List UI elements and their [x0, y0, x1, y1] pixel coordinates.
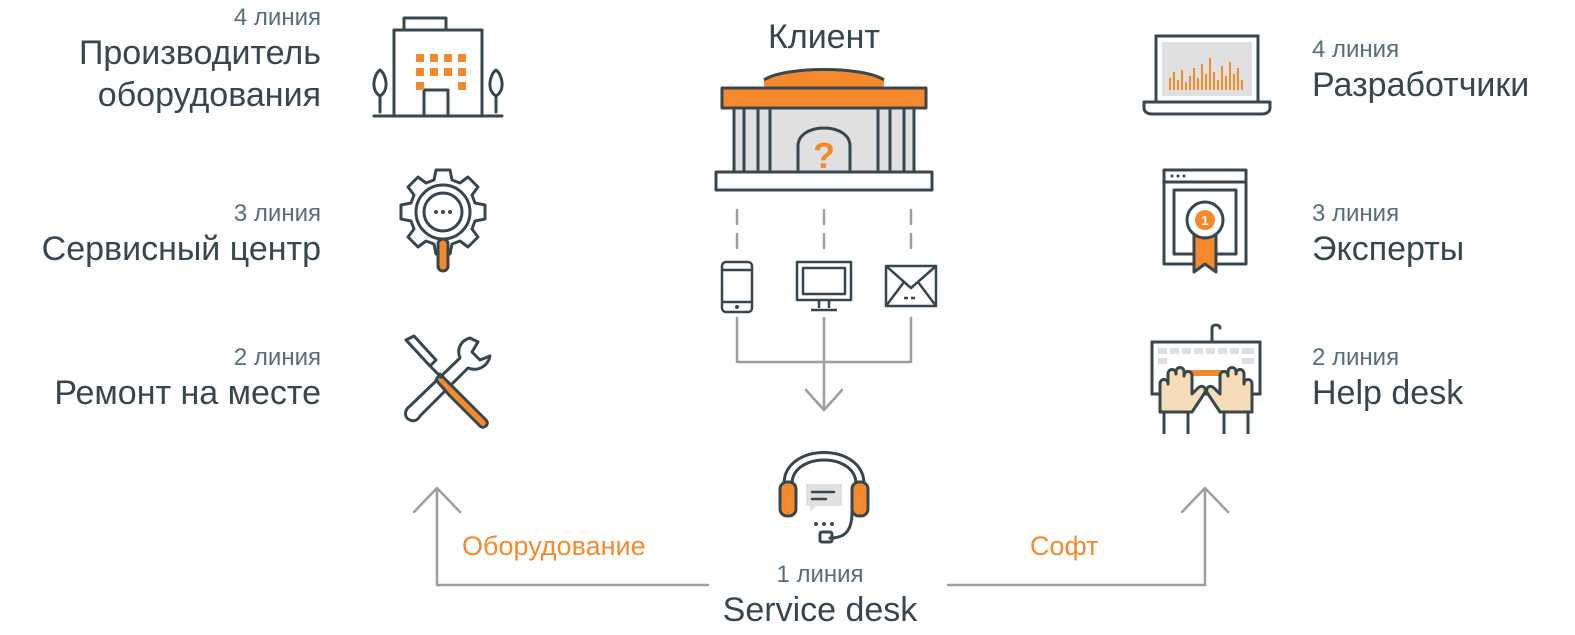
service-desk: 1 линия Service desk [720, 561, 920, 631]
line-name: Сервисный центр [41, 230, 321, 268]
monitor-icon [795, 260, 853, 312]
line-number: 1 линия [776, 561, 864, 588]
screwdriver-wrench-icon [404, 334, 492, 429]
line-name: Разработчики [1312, 66, 1530, 104]
left-line-3: 3 линия Сервисный центр [42, 200, 321, 270]
gear-magnifier-icon [399, 168, 487, 273]
software-branch-label: Софт [1030, 531, 1099, 561]
smartphone-icon [720, 260, 754, 314]
bank-building-icon: ? [714, 68, 934, 192]
service-desk-name: Service desk [722, 591, 918, 629]
hardware-branch-label: Оборудование [462, 531, 646, 561]
certificate-icon: 1 [1162, 168, 1248, 274]
line-name: оборудования [97, 76, 321, 114]
svg-text:1: 1 [1201, 213, 1208, 228]
headset-chat-icon [778, 451, 870, 544]
hands-keyboard-icon [1150, 323, 1262, 434]
right-line-2: 2 линия Help desk [1312, 344, 1463, 414]
envelope-icon [884, 264, 938, 308]
right-line-3: 3 линия Эксперты [1312, 200, 1464, 270]
line-name: Эксперты [1312, 230, 1465, 268]
line-name: Ремонт на месте [54, 374, 321, 412]
factory-building-icon [372, 16, 504, 118]
left-line-2: 2 линия Ремонт на месте [54, 344, 321, 414]
line-number: 2 линия [233, 344, 321, 371]
line-number: 3 линия [1312, 200, 1400, 227]
line-number: 2 линия [1312, 344, 1400, 371]
client-title: Клиент [768, 18, 880, 56]
left-line-4: 4 линия Производитель оборудования [79, 4, 321, 116]
line-number: 4 линия [1312, 36, 1400, 63]
svg-text:?: ? [813, 135, 835, 176]
laptop-chart-icon [1142, 34, 1272, 116]
line-name: Производитель [78, 34, 321, 72]
line-number: 3 линия [233, 200, 321, 227]
right-line-4: 4 линия Разработчики [1312, 36, 1529, 106]
line-name: Help desk [1312, 374, 1464, 412]
line-number: 4 линия [233, 4, 321, 31]
